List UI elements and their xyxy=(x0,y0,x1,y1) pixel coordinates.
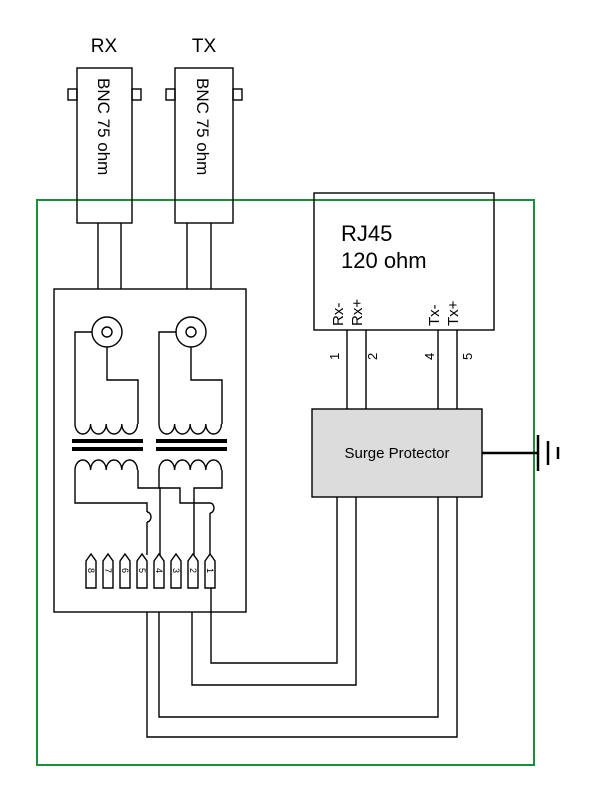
surge-protector-label: Surge Protector xyxy=(344,445,449,462)
terminal-pin: 8 xyxy=(85,552,97,589)
rj45-to-surge-wires xyxy=(346,330,458,409)
terminal-pin: 6 xyxy=(119,552,131,589)
rx-transformer xyxy=(72,316,161,555)
terminal-pin: 5 xyxy=(136,552,148,589)
svg-text:8: 8 xyxy=(86,568,96,573)
rj45-title: RJ45 xyxy=(341,221,392,246)
tx-title: TX xyxy=(192,36,217,57)
tx-transformer xyxy=(156,316,227,555)
terminal-pin: 3 xyxy=(170,552,182,589)
svg-text:3: 3 xyxy=(171,568,181,573)
rx-bnc-connector: BNC 75 ohm xyxy=(67,67,142,224)
svg-text:2: 2 xyxy=(188,568,198,573)
rx-bnc-label: BNC 75 ohm xyxy=(94,78,113,175)
enclosure-border xyxy=(36,199,535,766)
pin-number: 1 xyxy=(327,353,342,360)
rj45-pin-rx-plus: Rx+ xyxy=(349,299,366,326)
loop-wiring xyxy=(146,497,458,738)
terminal-pin: 4 xyxy=(153,552,165,589)
pin-number: 5 xyxy=(460,353,475,360)
rj45-pin-rx-minus: Rx- xyxy=(330,303,347,326)
rj45-connector: RJ45 120 ohm Rx- Rx+ Tx- Tx+ xyxy=(313,192,495,331)
svg-text:4: 4 xyxy=(154,568,164,573)
tx-bnc-label: BNC 75 ohm xyxy=(193,78,212,175)
rj45-pin-tx-minus: Tx- xyxy=(426,304,443,326)
terminal-pin: 2 xyxy=(187,552,199,589)
svg-text:7: 7 xyxy=(103,568,113,573)
pin-number: 4 xyxy=(422,353,437,360)
svg-text:5: 5 xyxy=(137,568,147,573)
terminal-pin: 1 xyxy=(204,552,216,589)
ground-icon xyxy=(482,435,560,471)
pin-number: 2 xyxy=(365,353,380,360)
transformer-block xyxy=(53,288,247,613)
surge-protector: Surge Protector xyxy=(311,408,483,498)
rj45-impedance: 120 ohm xyxy=(341,248,427,273)
rx-title: RX xyxy=(91,36,118,57)
rj45-pin-tx-plus: Tx+ xyxy=(445,300,462,326)
tx-bnc-connector: BNC 75 ohm xyxy=(165,67,243,224)
terminal-pin: 7 xyxy=(102,552,114,589)
coax-cables xyxy=(97,223,212,289)
terminal-pins: 8 7 6 5 4 3 2 1 xyxy=(85,552,216,589)
svg-text:6: 6 xyxy=(120,568,130,573)
svg-text:1: 1 xyxy=(205,568,215,573)
